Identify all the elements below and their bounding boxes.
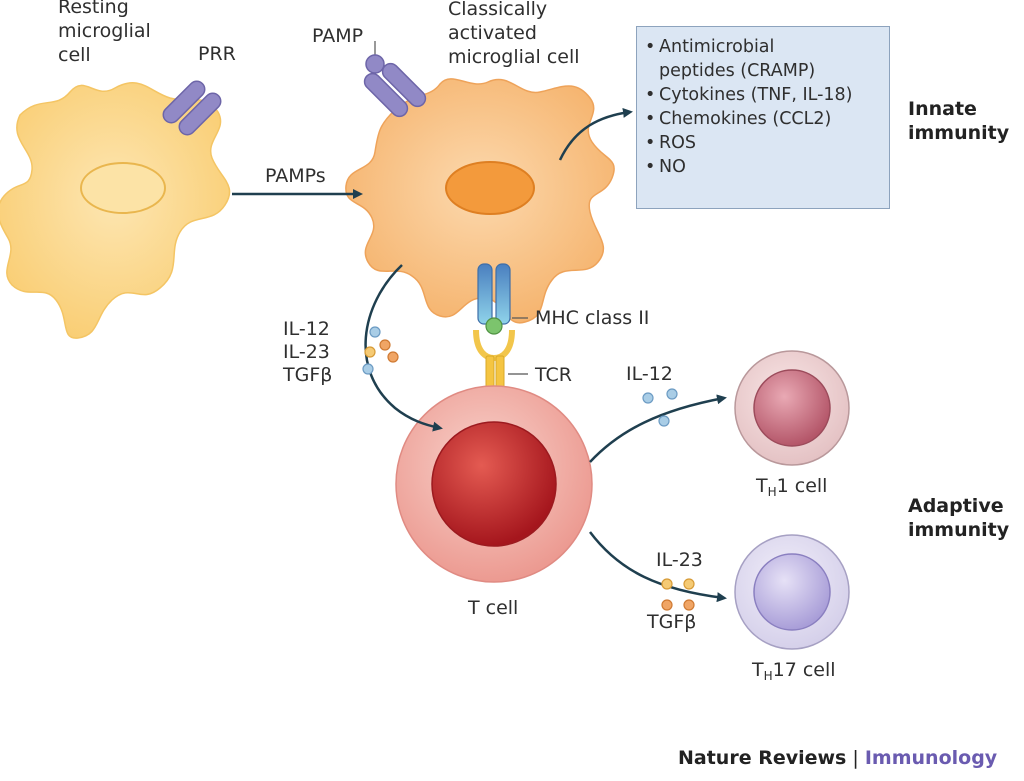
th1-arrow bbox=[589, 394, 727, 463]
bullet: • bbox=[645, 37, 656, 57]
left-cytokines-label: IL-12 IL-23 TGFβ bbox=[283, 318, 333, 386]
mhc-class-ii bbox=[477, 263, 511, 335]
effector-item-text: ROS bbox=[659, 133, 697, 153]
bullet: • bbox=[645, 133, 656, 153]
journal-name: Nature Reviews bbox=[678, 747, 847, 769]
th1-prefix: T bbox=[756, 475, 768, 497]
pamp-label: PAMP bbox=[312, 25, 364, 47]
effector-item-text: NO bbox=[659, 157, 686, 177]
resting-cell-label: Resting microglial cell bbox=[58, 0, 151, 66]
pamps-label: PAMPs bbox=[265, 165, 326, 187]
effector-item: •ROS bbox=[645, 131, 889, 155]
th1-suffix: 1 cell bbox=[776, 475, 828, 497]
bullet: • bbox=[645, 85, 656, 105]
th17-sub: H bbox=[763, 669, 773, 683]
mhc-label: MHC class II bbox=[535, 307, 650, 329]
bullet: • bbox=[645, 157, 656, 177]
tcr-label: TCR bbox=[535, 364, 572, 386]
th17-cytokine-label-1: IL-23 bbox=[656, 549, 703, 571]
innate-immunity-label: Innate immunity bbox=[908, 98, 1010, 144]
th1-cell-nucleus bbox=[753, 369, 831, 447]
t-cell-label: T cell bbox=[468, 597, 519, 619]
activated-nucleus bbox=[445, 161, 535, 215]
th1-cytokine-label: IL-12 bbox=[626, 363, 673, 385]
effector-box: •Antimicrobial peptides (CRAMP) •Cytokin… bbox=[636, 26, 890, 209]
effector-item: •Cytokines (TNF, IL-18) bbox=[645, 83, 889, 107]
prr-label: PRR bbox=[198, 43, 236, 65]
pamp-bound-receptor bbox=[363, 41, 427, 118]
th1-cell-label: TH1 cell bbox=[756, 474, 827, 504]
effector-item-text: Chemokines (CCL2) bbox=[659, 109, 832, 129]
th17-cell-nucleus bbox=[753, 553, 831, 631]
t-cell-nucleus bbox=[431, 421, 557, 547]
effector-item-text: Antimicrobial peptides (CRAMP) bbox=[659, 37, 816, 81]
credit-separator: | bbox=[846, 747, 865, 769]
th1-sub: H bbox=[767, 485, 777, 499]
prr-receptor bbox=[162, 80, 222, 136]
effector-item: •Antimicrobial peptides (CRAMP) bbox=[645, 35, 889, 83]
innate-output-arrow bbox=[558, 107, 633, 161]
effector-list: •Antimicrobial peptides (CRAMP) •Cytokin… bbox=[637, 27, 889, 179]
effector-item-text: Cytokines (TNF, IL-18) bbox=[659, 85, 853, 105]
th1-cytokine-dots bbox=[642, 388, 678, 427]
activation-arrow bbox=[364, 264, 443, 432]
bullet: • bbox=[645, 109, 656, 129]
th17-cytokine-dots bbox=[661, 578, 695, 611]
activated-cell-label: Classically activated microglial cell bbox=[448, 0, 580, 68]
left-cytokine-dots bbox=[362, 326, 399, 375]
journal-section: Immunology bbox=[864, 747, 998, 769]
th17-cell-label: TH17 cell bbox=[752, 658, 836, 688]
th17-prefix: T bbox=[752, 659, 764, 681]
adaptive-immunity-label: Adaptive immunity bbox=[908, 495, 1010, 541]
journal-credit: Nature Reviews | Immunology bbox=[678, 746, 997, 770]
th17-cytokine-label-2: TGFβ bbox=[647, 611, 697, 633]
resting-nucleus bbox=[80, 162, 166, 214]
effector-item: •NO bbox=[645, 155, 889, 179]
th17-suffix: 17 cell bbox=[772, 659, 836, 681]
effector-item: •Chemokines (CCL2) bbox=[645, 107, 889, 131]
th17-arrow bbox=[589, 531, 727, 603]
